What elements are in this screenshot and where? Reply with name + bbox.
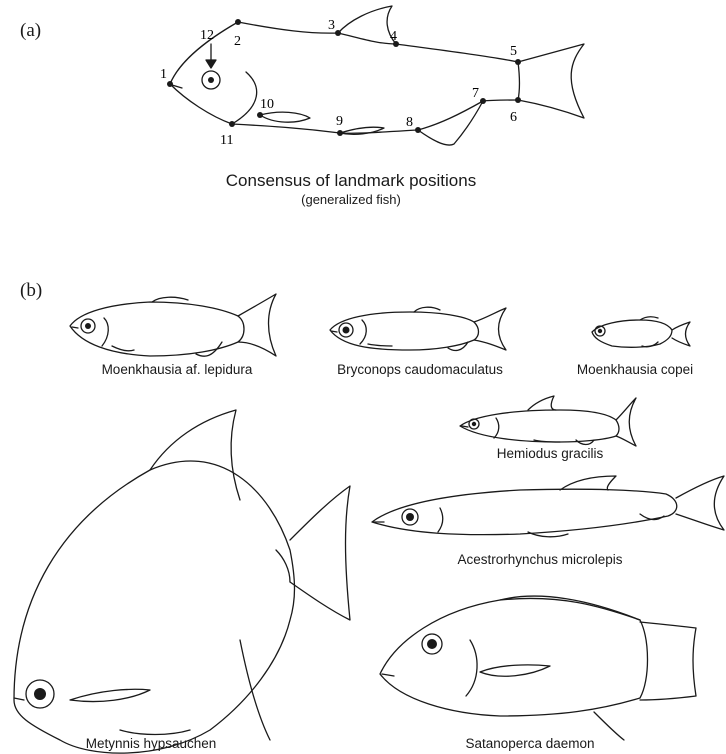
landmark-2-dot [235, 19, 241, 25]
landmark-10-label: 10 [260, 97, 274, 112]
species-label-satanoperca-daemon: Satanoperca daemon [440, 736, 620, 751]
landmark-9-dot [337, 130, 343, 136]
landmark-7-label: 7 [472, 86, 479, 101]
generalized-fish-dorsal-fin [338, 6, 396, 44]
fish-hemiodus-gracilis [460, 396, 636, 446]
generalized-fish: 1 2 3 4 5 6 7 8 9 10 11 12 [160, 6, 584, 148]
landmark-11-label: 11 [220, 133, 233, 148]
landmark-12-label: 12 [200, 28, 214, 43]
generalized-fish-caudal-fin [518, 44, 584, 118]
species-label-hemiodus-gracilis: Hemiodus gracilis [470, 446, 630, 461]
landmark-6-label: 6 [510, 110, 517, 125]
species-label-metynnis-hypsauchen: Metynnis hypsauchen [56, 736, 246, 751]
generalized-fish-anal-fin [418, 101, 483, 145]
fish-metynnis-hypsauchen [14, 410, 350, 753]
species-label-moenkhausia-lepidura: Moenkhausia af. lepidura [72, 362, 282, 377]
landmark-10-dot [257, 112, 263, 118]
landmark-6-dot [515, 97, 521, 103]
species-label-moenkhausia-copei: Moenkhausia copei [560, 362, 710, 377]
fish-acestrorhynchus-microlepis [372, 476, 724, 537]
species-label-bryconops-caudomaculatus: Bryconops caudomaculatus [315, 362, 525, 377]
fish-moenkhausia-lepidura [70, 294, 276, 356]
generalized-fish-operculum [232, 72, 257, 124]
landmark-9-label: 9 [336, 114, 343, 129]
landmark-7-dot [480, 98, 486, 104]
landmark-8-dot [415, 127, 421, 133]
panel-a-caption: Consensus of landmark positions [206, 171, 496, 191]
landmark-numbers: 1 2 3 4 5 6 7 8 9 10 11 12 [160, 18, 517, 148]
landmark-3-label: 3 [328, 18, 335, 33]
landmark-11-dot [229, 121, 235, 127]
landmark-1-dot [167, 81, 173, 87]
species-label-acestrorhynchus-microlepis: Acestrorhynchus microlepis [430, 552, 650, 567]
panel-a-subcaption: (generalized fish) [206, 192, 496, 207]
fish-bryconops-caudomaculatus [330, 307, 506, 350]
generalized-fish-body [170, 22, 520, 133]
landmark-5-dot [515, 59, 521, 65]
generalized-fish-pectoral-fin [260, 112, 310, 122]
landmark-12-arrowhead [206, 60, 216, 68]
landmark-1-label: 1 [160, 67, 167, 82]
landmark-3-dot [335, 30, 341, 36]
landmark-2-label: 2 [234, 34, 241, 49]
landmark-8-label: 8 [406, 115, 413, 130]
fish-satanoperca-daemon [380, 596, 696, 740]
landmark-12-dot [208, 77, 214, 83]
landmark-4-label: 4 [390, 29, 397, 44]
landmark-5-label: 5 [510, 44, 517, 59]
fish-moenkhausia-copei [592, 317, 690, 348]
